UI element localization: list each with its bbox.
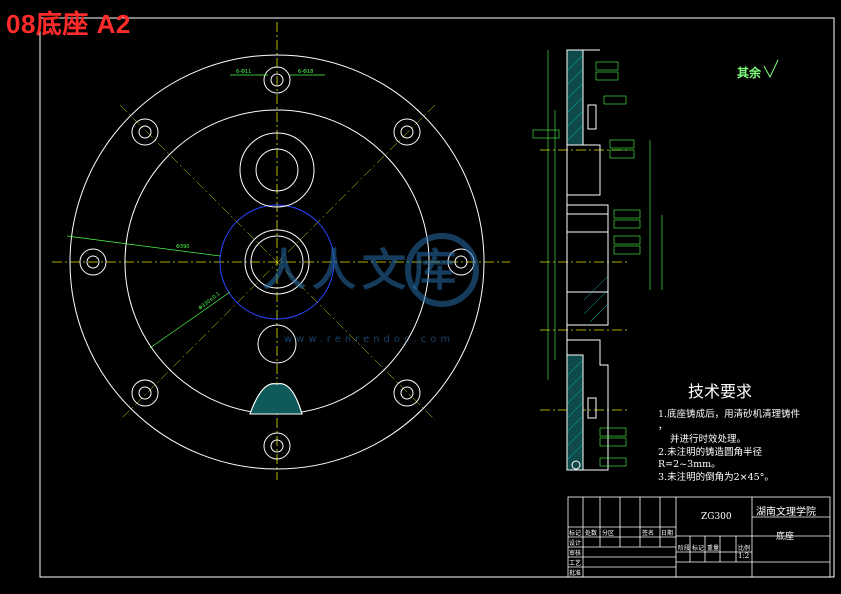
- tech-item: R=2~3mm。: [658, 459, 721, 470]
- tech-item: ，: [658, 421, 668, 432]
- tb-row-label: 审核: [569, 550, 582, 557]
- tech-item: 并进行时效处理。: [670, 434, 747, 445]
- svg-text:6-Φ18: 6-Φ18: [298, 69, 313, 75]
- title-block-scale: 1:2: [738, 552, 750, 560]
- tb-row-label: 批准: [569, 570, 582, 577]
- roughness-note: 其余: [737, 66, 762, 80]
- roughness-symbol-icon: [763, 59, 779, 79]
- tb-header: 处数: [585, 530, 598, 537]
- center-bore-inner: [250, 235, 304, 289]
- title-block-material: ZG300: [701, 512, 732, 522]
- side-section-view: [566, 49, 609, 471]
- watermark-url: www.renrendoc.com: [284, 334, 455, 345]
- tech-item: 2.未注明的铸造圆角半径: [658, 447, 763, 458]
- upper-boss-outer: [239, 132, 315, 208]
- tb-stage-label: 比例: [738, 545, 751, 552]
- tech-item: 3.未注明的倒角为2×45°。: [658, 472, 774, 483]
- tb-stage-label: 阶段: [678, 545, 691, 552]
- tb-stage-label: 标记: [692, 545, 705, 552]
- svg-text:6-Φ11: 6-Φ11: [236, 69, 251, 75]
- blue-bolt-circle: [219, 204, 335, 320]
- tech-item: 1.底座铸成后，用清砂机清理铸件: [658, 409, 801, 420]
- title-block-part-name: 底座: [776, 532, 795, 542]
- tb-header: 分区: [602, 530, 615, 537]
- center-bore-outer: [244, 229, 310, 295]
- front-view: [69, 54, 485, 470]
- tb-row-label: 工艺: [569, 560, 582, 567]
- tb-header: 日期: [661, 530, 674, 537]
- svg-text:Φ330±0.1: Φ330±0.1: [198, 291, 222, 312]
- title-block: [567, 496, 831, 578]
- drawing-title-label: 08底座 A2: [6, 9, 131, 39]
- dimension-lines: [66, 74, 325, 349]
- watermark-logo-icon: [405, 233, 479, 307]
- svg-text:Φ390: Φ390: [176, 244, 189, 250]
- tolerance-frames: [532, 50, 663, 467]
- tb-header: 标记: [569, 530, 582, 537]
- section-hatching: [567, 55, 608, 460]
- tb-header: 签名: [642, 530, 655, 537]
- watermark-text: 人人文库: [262, 245, 462, 296]
- outer-flange-circle: [69, 54, 485, 470]
- upper-boss-inner: [255, 148, 299, 192]
- title-block-school: 湖南文理学院: [756, 507, 816, 518]
- tech-requirements-title: 技术要求: [688, 382, 753, 401]
- tb-stage-label: 重量: [707, 545, 720, 552]
- tb-row-label: 设计: [569, 540, 582, 547]
- lower-boss: [257, 324, 297, 364]
- drawing-border: [39, 17, 835, 578]
